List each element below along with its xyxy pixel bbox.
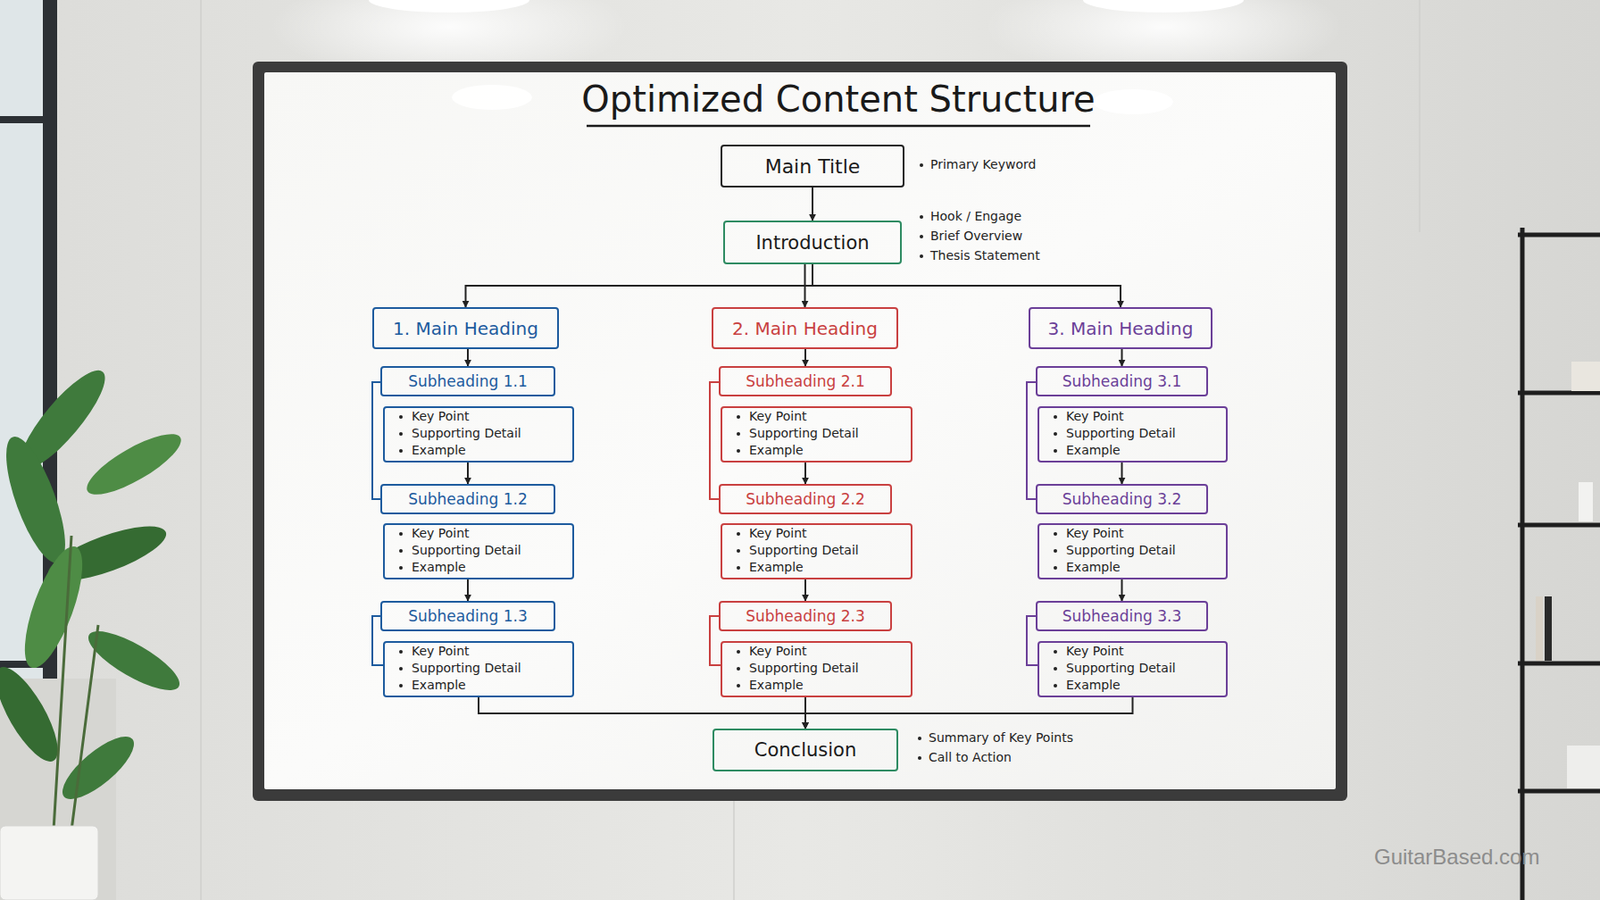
box-label: Subheading 2.3: [745, 607, 866, 625]
brackets: [372, 382, 1038, 666]
bullet-text: Example: [399, 676, 467, 694]
annotation-note: Primary Keyword: [919, 157, 1036, 172]
flow-arrow: [466, 349, 469, 367]
heading-box: 1. Main Heading: [372, 307, 559, 350]
annotation-note: Brief Overview: [919, 228, 1023, 243]
bullet-text: Key Point: [399, 642, 470, 660]
bullet-text: Supporting Detail: [399, 659, 522, 677]
bullet-text: Supporting Detail: [1053, 541, 1176, 559]
flow-arrow: [466, 462, 469, 484]
box-label: Subheading 2.1: [745, 372, 866, 391]
bullet-text: Supporting Detail: [399, 425, 522, 442]
section-box: Conclusion: [712, 728, 899, 772]
bullet-text: Example: [736, 676, 804, 694]
annotation-note: Call to Action: [917, 750, 1012, 765]
subheading-box: Subheading 3.3: [1035, 600, 1209, 632]
subheading-box: Subheading 2.3: [718, 600, 892, 632]
bullet-text: Example: [736, 558, 804, 576]
flow-arrow: [1121, 579, 1124, 601]
bullet-text: Example: [399, 558, 467, 576]
bullet-text: Supporting Detail: [736, 541, 859, 559]
flow-arrow: [478, 697, 806, 729]
box-label: Subheading 3.1: [1062, 372, 1183, 391]
heading-box: 3. Main Heading: [1028, 307, 1213, 350]
bullet-box: Key PointSupporting DetailExample: [383, 641, 575, 698]
bullet-text: Supporting Detail: [736, 659, 859, 677]
subheading-box: Subheading 2.2: [718, 483, 892, 515]
box-label: Introduction: [755, 232, 869, 254]
flow-arrow: [466, 264, 814, 308]
title-underline: [586, 125, 1091, 128]
diagram-title: Optimized Content Structure: [481, 78, 1196, 120]
section-box: Main Title: [720, 144, 905, 188]
bullet-text: Key Point: [1053, 408, 1125, 425]
bullet-box: Key PointSupporting DetailExample: [383, 406, 575, 463]
bullet-text: Supporting Detail: [1053, 659, 1176, 677]
box-label: Subheading 1.2: [408, 490, 528, 509]
box-label: Subheading 1.1: [408, 372, 528, 391]
box-label: Subheading 1.3: [408, 607, 528, 625]
bullet-text: Key Point: [399, 408, 470, 425]
box-label: Subheading 3.2: [1062, 490, 1183, 509]
subheading-box: Subheading 1.3: [380, 600, 556, 632]
box-label: Conclusion: [754, 739, 857, 761]
watermark: GuitarBased.com: [1374, 844, 1540, 870]
annotation-note: Hook / Engage: [919, 208, 1022, 224]
flow-arrow: [466, 579, 469, 601]
flow-arrow: [1121, 462, 1124, 484]
bullet-text: Example: [1053, 441, 1121, 459]
flow-arrow: [805, 697, 1134, 729]
flow-arrow: [1121, 349, 1124, 367]
bullet-text: Key Point: [736, 642, 808, 660]
bullet-text: Key Point: [1053, 642, 1125, 660]
bullet-box: Key PointSupporting DetailExample: [720, 523, 913, 580]
flow-arrow: [804, 462, 807, 484]
box-label: 1. Main Heading: [392, 317, 539, 340]
bullet-box: Key PointSupporting DetailExample: [1037, 641, 1228, 698]
bullet-text: Supporting Detail: [399, 541, 522, 559]
subheading-box: Subheading 3.2: [1035, 483, 1209, 515]
subheading-box: Subheading 1.1: [380, 366, 556, 397]
annotation-note: Thesis Statement: [919, 248, 1041, 263]
bullet-box: Key PointSupporting DetailExample: [1037, 523, 1228, 580]
box-label: 3. Main Heading: [1048, 317, 1194, 340]
box-label: Main Title: [765, 155, 861, 178]
box-label: Subheading 3.3: [1062, 607, 1183, 625]
subheading-box: Subheading 3.1: [1035, 366, 1209, 397]
bullet-box: Key PointSupporting DetailExample: [383, 523, 575, 580]
bullet-text: Key Point: [399, 525, 470, 542]
section-box: Introduction: [723, 220, 902, 265]
bullet-text: Key Point: [736, 525, 808, 542]
bullet-text: Key Point: [736, 408, 808, 425]
flow-arrow: [804, 579, 807, 601]
box-label: 2. Main Heading: [732, 317, 878, 340]
bullet-text: Example: [1053, 676, 1121, 694]
bullet-text: Supporting Detail: [736, 425, 859, 442]
subheading-box: Subheading 1.2: [380, 483, 556, 515]
bullet-text: Supporting Detail: [1053, 425, 1176, 442]
bullet-text: Key Point: [1053, 525, 1125, 542]
bullet-box: Key PointSupporting DetailExample: [1037, 406, 1228, 463]
flow-arrow: [804, 264, 807, 308]
bullet-box: Key PointSupporting DetailExample: [720, 406, 913, 463]
heading-box: 2. Main Heading: [711, 307, 899, 350]
bullet-text: Example: [1053, 558, 1121, 576]
flow-arrow: [804, 349, 807, 367]
flow-arrow: [812, 264, 1121, 308]
bullet-text: Example: [736, 441, 804, 459]
bullet-box: Key PointSupporting DetailExample: [720, 641, 913, 698]
flow-arrow: [811, 187, 814, 221]
box-label: Subheading 2.2: [745, 490, 866, 509]
subheading-box: Subheading 2.1: [718, 366, 892, 397]
bullet-text: Example: [399, 441, 467, 459]
annotation-note: Summary of Key Points: [917, 730, 1074, 745]
